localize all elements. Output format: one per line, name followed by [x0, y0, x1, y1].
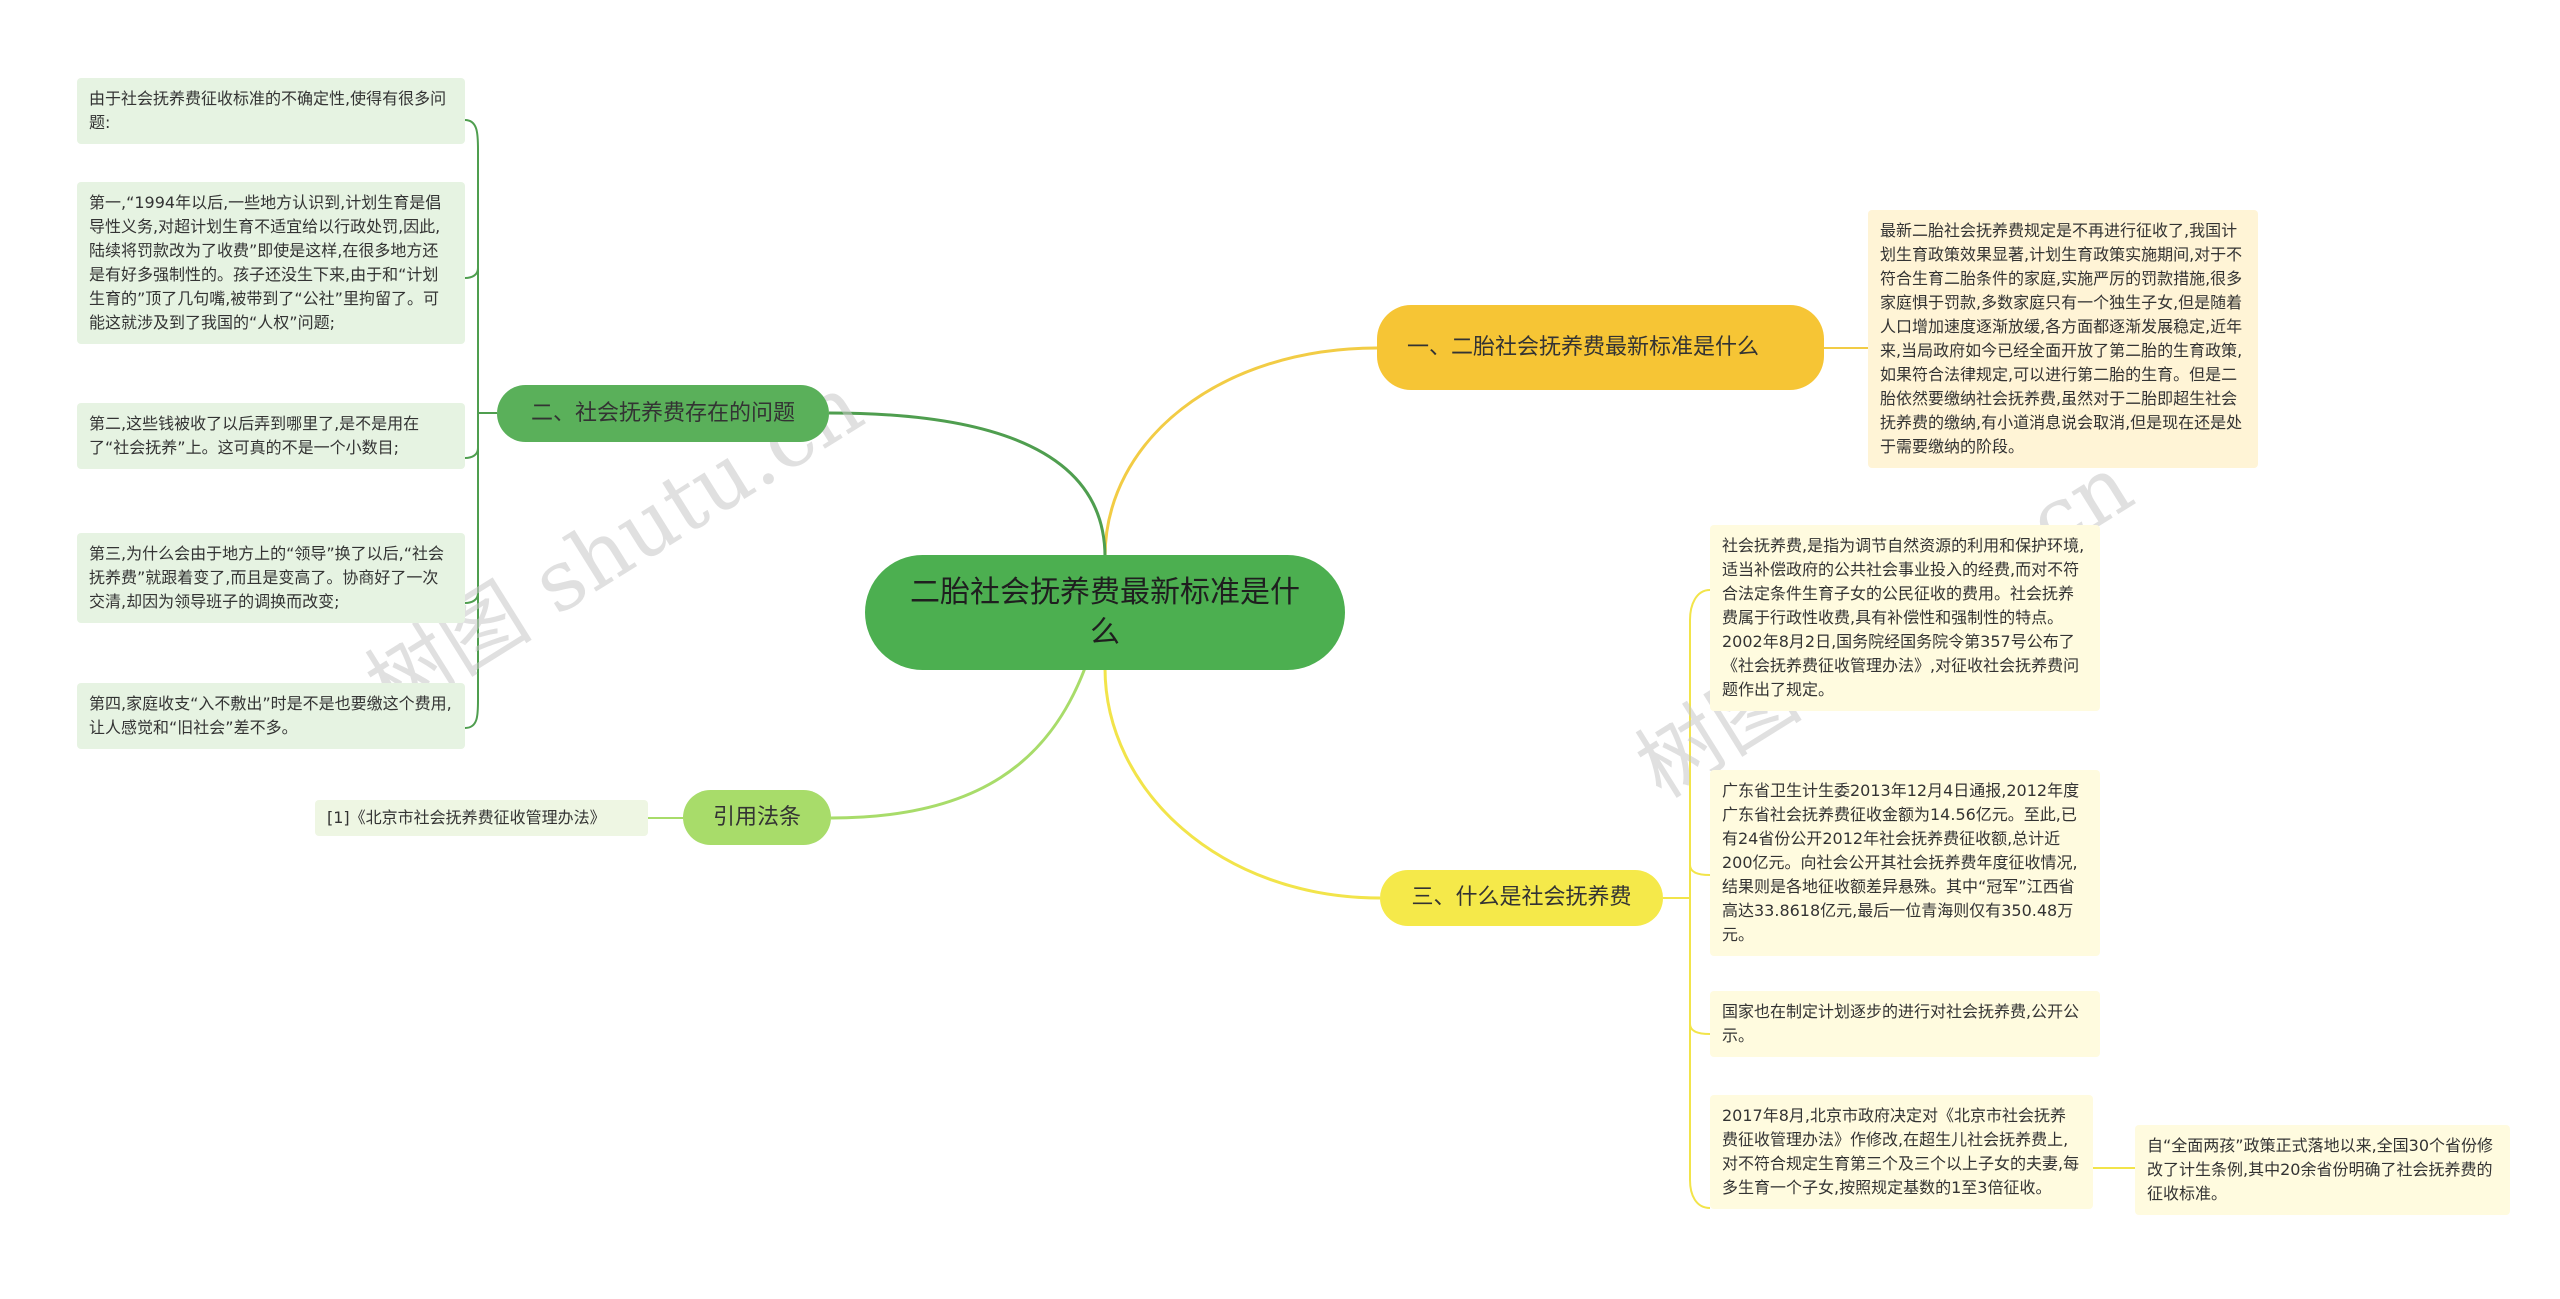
leaf-text: 2017年8月,北京市政府决定对《北京市社会抚养费征收管理办法》作修改,在超生儿…	[1722, 1106, 2080, 1197]
leaf-text: [1]《北京市社会抚养费征收管理办法》	[327, 808, 606, 827]
leaf-text: 第四,家庭收支“入不敷出”时是不是也要缴这个费用,让人感觉和“旧社会”差不多。	[89, 694, 452, 737]
leaf-problem-4[interactable]: 第四,家庭收支“入不敷出”时是不是也要缴这个费用,让人感觉和“旧社会”差不多。	[77, 683, 465, 749]
leaf-problem-2[interactable]: 第二,这些钱被收了以后弄到哪里了,是不是用在了“社会抚养”上。这可真的不是一个小…	[77, 403, 465, 469]
leaf-guangdong-report[interactable]: 广东省卫生计生委2013年12月4日通报,2012年度广东省社会抚养费征收金额为…	[1710, 770, 2100, 956]
leaf-text: 广东省卫生计生委2013年12月4日通报,2012年度广东省社会抚养费征收金额为…	[1722, 781, 2080, 944]
branch-problems[interactable]: 二、社会抚养费存在的问题	[497, 385, 829, 442]
root-topic[interactable]: 二胎社会抚养费最新标准是什么	[865, 555, 1345, 670]
branch-definition[interactable]: 三、什么是社会抚养费	[1380, 870, 1663, 926]
leaf-text: 第三,为什么会由于地方上的“领导”换了以后,“社会抚养费”就跟着变了,而且是变高…	[89, 544, 445, 611]
branch-label: 引用法条	[713, 804, 802, 830]
branch-standard[interactable]: 一、二胎社会抚养费最新标准是什么	[1377, 305, 1824, 390]
leaf-text: 自“全面两孩”政策正式落地以来,全国30个省份修改了计生条例,其中20余省份明确…	[2147, 1136, 2494, 1203]
leaf-text: 最新二胎社会抚养费规定是不再进行征收了,我国计划生育政策效果显著,计划生育政策实…	[1880, 221, 2243, 456]
leaf-two-child-policy[interactable]: 自“全面两孩”政策正式落地以来,全国30个省份修改了计生条例,其中20余省份明确…	[2135, 1125, 2510, 1215]
branch-legal-references[interactable]: 引用法条	[683, 790, 831, 845]
leaf-text: 第二,这些钱被收了以后弄到哪里了,是不是用在了“社会抚养”上。这可真的不是一个小…	[89, 414, 420, 457]
leaf-beijing-2017[interactable]: 2017年8月,北京市政府决定对《北京市社会抚养费征收管理办法》作修改,在超生儿…	[1710, 1095, 2093, 1209]
leaf-problem-3[interactable]: 第三,为什么会由于地方上的“领导”换了以后,“社会抚养费”就跟着变了,而且是变高…	[77, 533, 465, 623]
leaf-problems-intro[interactable]: 由于社会抚养费征收标准的不确定性,使得有很多问题:	[77, 78, 465, 144]
leaf-definition[interactable]: 社会抚养费,是指为调节自然资源的利用和保护环境,适当补偿政府的公共社会事业投入的…	[1710, 525, 2100, 711]
branch-label: 三、什么是社会抚养费	[1411, 885, 1632, 910]
leaf-text: 国家也在制定计划逐步的进行对社会抚养费,公开公示。	[1722, 1002, 2080, 1045]
leaf-text: 第一,“1994年以后,一些地方认识到,计划生育是倡导性义务,对超计划生育不适宜…	[89, 193, 442, 332]
branch-label: 一、二胎社会抚养费最新标准是什么	[1407, 334, 1760, 360]
leaf-problem-1[interactable]: 第一,“1994年以后,一些地方认识到,计划生育是倡导性义务,对超计划生育不适宜…	[77, 182, 465, 344]
root-topic-label: 二胎社会抚养费最新标准是什么	[910, 574, 1300, 650]
leaf-national-plan[interactable]: 国家也在制定计划逐步的进行对社会抚养费,公开公示。	[1710, 991, 2100, 1057]
branch-label: 二、社会抚养费存在的问题	[530, 400, 795, 426]
leaf-law-reference[interactable]: [1]《北京市社会抚养费征收管理办法》	[315, 800, 648, 836]
leaf-text: 由于社会抚养费征收标准的不确定性,使得有很多问题:	[89, 89, 447, 132]
leaf-text: 社会抚养费,是指为调节自然资源的利用和保护环境,适当补偿政府的公共社会事业投入的…	[1722, 536, 2085, 699]
leaf-standard-detail[interactable]: 最新二胎社会抚养费规定是不再进行征收了,我国计划生育政策效果显著,计划生育政策实…	[1868, 210, 2258, 468]
